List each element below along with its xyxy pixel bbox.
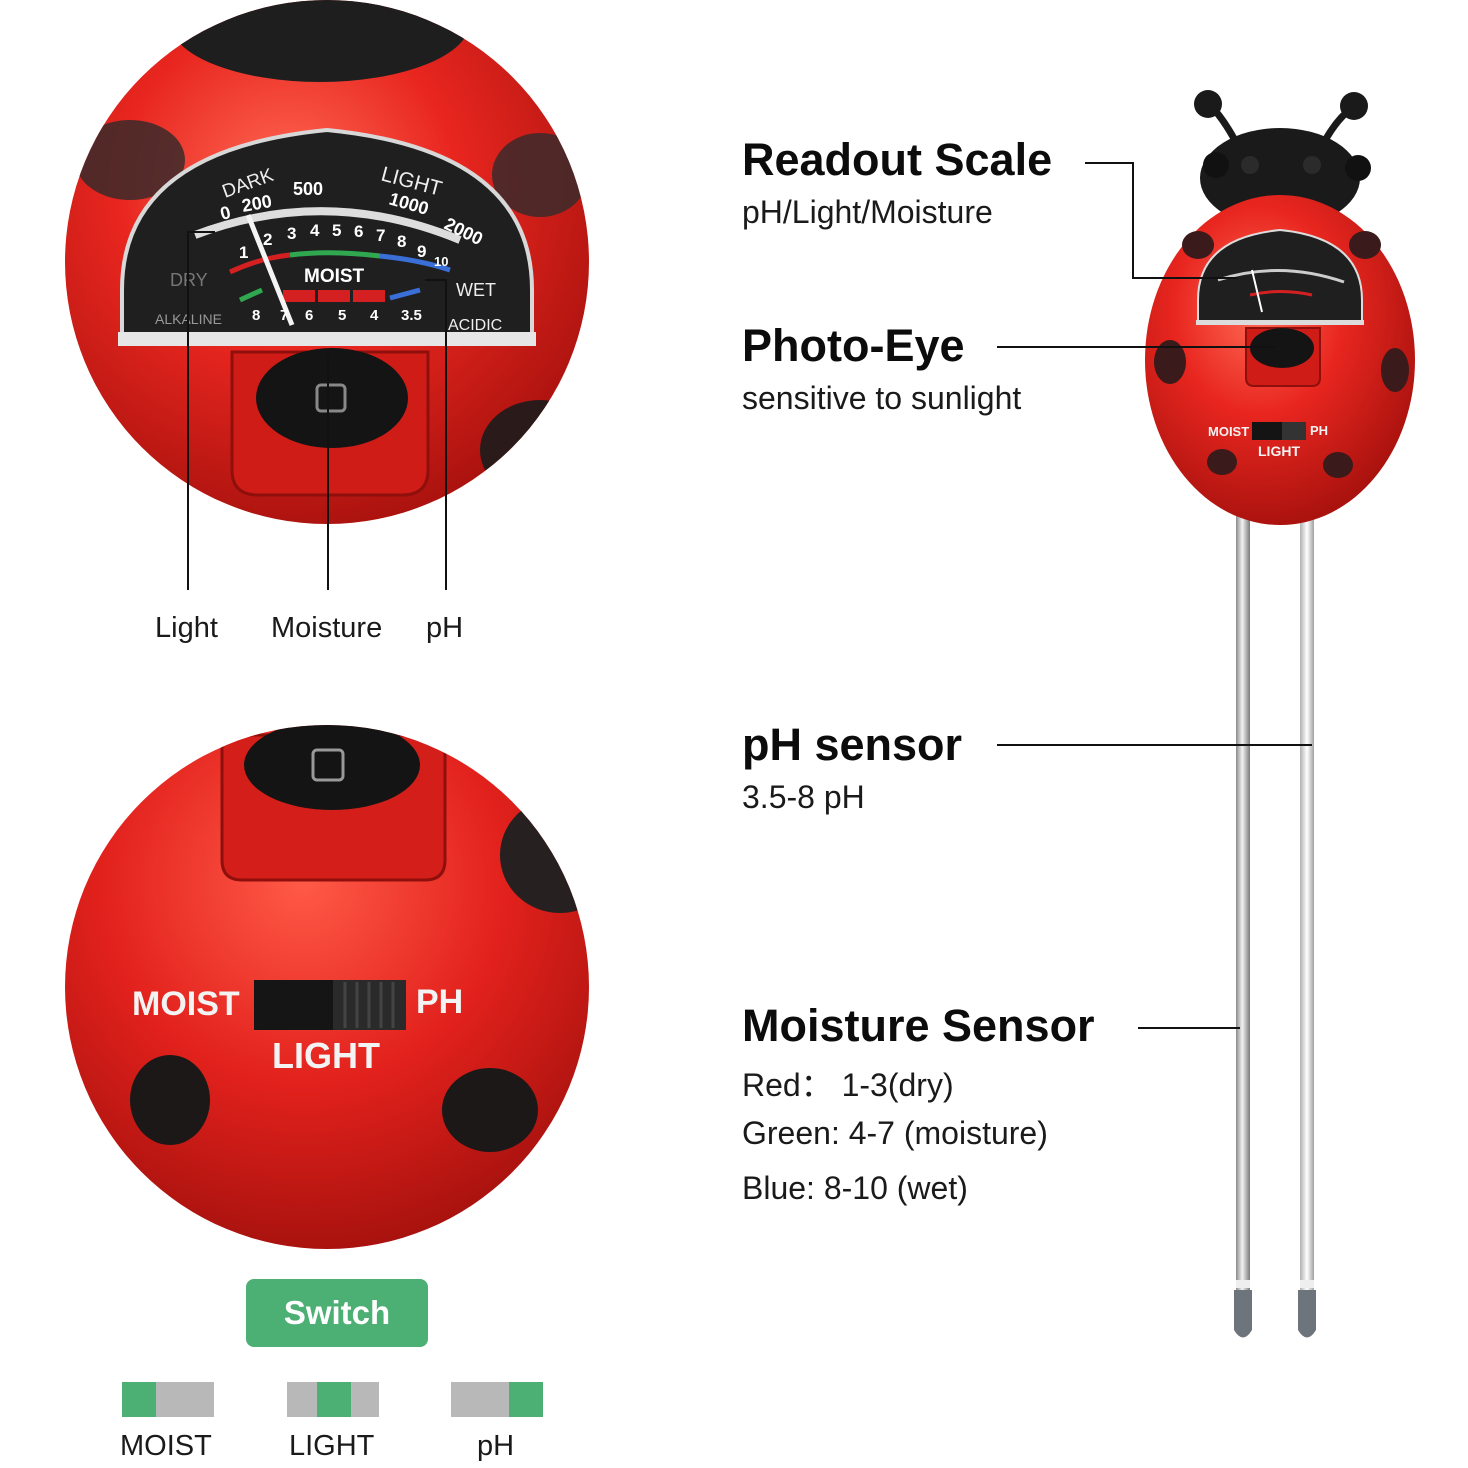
dial-moist-digit: 2: [263, 230, 272, 249]
dial-moist-digit: 9: [417, 242, 426, 261]
switch-position-ph: [451, 1382, 543, 1417]
callout-moisture-label: Moisture: [271, 612, 383, 644]
dial-moist-digit: 3: [287, 224, 296, 243]
moisture-probe: [1300, 515, 1314, 1295]
switch-moist-label: MOIST: [132, 985, 240, 1023]
feature-ph-sensor-subtitle: 3.5-8 pH: [742, 779, 865, 815]
dial-lux-tick: 0: [218, 202, 233, 224]
moisture-range-red: Red： 1-3(dry): [742, 1067, 954, 1103]
dial-ph-digit: 8: [252, 307, 260, 324]
dial-ph-digit: 4: [370, 307, 379, 324]
spot: [480, 400, 589, 500]
ph-probe: [1236, 515, 1250, 1295]
probe-tip: [1234, 1290, 1252, 1338]
dial-closeup: DARK LIGHT 0 200 500 1000 2000 1 2 3 4 5…: [65, 0, 589, 524]
feature-moisture-sensor-title: Moisture Sensor: [742, 1000, 1095, 1051]
needle: [245, 214, 295, 326]
dial-acidic-label: ACIDIC: [448, 317, 502, 334]
switch-position-moist: [122, 1382, 214, 1417]
dial-ph-digit: 3.5: [401, 307, 422, 324]
feature-ph-sensor-title: pH sensor: [742, 719, 963, 770]
dial-moist-digit: 10: [434, 254, 448, 269]
spot: [442, 1068, 538, 1152]
mini-switch-moist: MOIST: [1208, 424, 1249, 439]
spot: [492, 133, 588, 217]
moisture-range-blue: Blue: 8-10 (wet): [742, 1170, 968, 1206]
switch-ph-label: PH: [416, 983, 463, 1021]
head-shadow: [170, 0, 470, 82]
callout-line-ph: [425, 279, 447, 590]
switch-position-label: LIGHT: [289, 1430, 375, 1462]
dial-moist-digit: 5: [332, 221, 341, 240]
dial-moist-digit: 8: [397, 232, 406, 251]
soil-tester: MOIST PH LIGHT: [1145, 90, 1415, 1338]
dial-ph-digit: 6: [305, 307, 313, 324]
dial-lux-tick: 500: [293, 179, 323, 199]
dial-wet-label: WET: [456, 280, 496, 300]
switch-closeup: MOIST PH LIGHT: [65, 725, 589, 1249]
switch-title-badge: Switch: [246, 1279, 428, 1347]
eye: [1203, 152, 1229, 178]
mini-switch-ph: PH: [1310, 423, 1328, 438]
mini-photo-eye: [1250, 328, 1314, 368]
spot: [130, 1055, 210, 1145]
callout-line-readout: [1085, 162, 1238, 279]
dial-moist-digit: 7: [376, 226, 385, 245]
switch-light-label: LIGHT: [272, 1035, 380, 1076]
dial-rim: [118, 332, 536, 346]
feature-photo-eye-subtitle: sensitive to sunlight: [742, 380, 1022, 416]
callout-light-label: Light: [155, 612, 218, 644]
antenna-ball: [1194, 90, 1222, 118]
mini-switch-light: LIGHT: [1258, 443, 1300, 459]
switch-position-label: MOIST: [120, 1430, 212, 1462]
spot: [500, 797, 589, 913]
antenna-ball: [1340, 92, 1368, 120]
photo-eye: [244, 725, 420, 810]
photo-eye-sensor: [311, 748, 345, 782]
feature-readout-title: Readout Scale: [742, 134, 1053, 185]
dial-moist-digit: 4: [310, 221, 320, 240]
feature-readout-subtitle: pH/Light/Moisture: [742, 194, 993, 230]
spot: [75, 120, 185, 200]
callout-ph-label: pH: [426, 612, 464, 644]
dial-ph-digit: 7: [280, 307, 288, 324]
feature-photo-eye-title: Photo-Eye: [742, 320, 965, 371]
moisture-range-green: Green: 4-7 (moisture): [742, 1115, 1048, 1151]
dial-face: [120, 127, 534, 342]
dial-moist-digit: 1: [239, 243, 248, 262]
switch-position-label: pH: [477, 1430, 515, 1462]
callout-line-light: [187, 231, 215, 590]
dial-moist-digit: 6: [354, 222, 363, 241]
dial-moist-label: MOIST: [304, 266, 365, 287]
switch-position-light: [287, 1382, 379, 1417]
photo-eye-sensor: [315, 383, 347, 413]
dial-ph-digit: 5: [338, 307, 346, 324]
photo-eye: [256, 348, 408, 448]
probe-tip: [1298, 1290, 1316, 1338]
eye: [1345, 155, 1371, 181]
mini-dial: [1197, 228, 1363, 323]
